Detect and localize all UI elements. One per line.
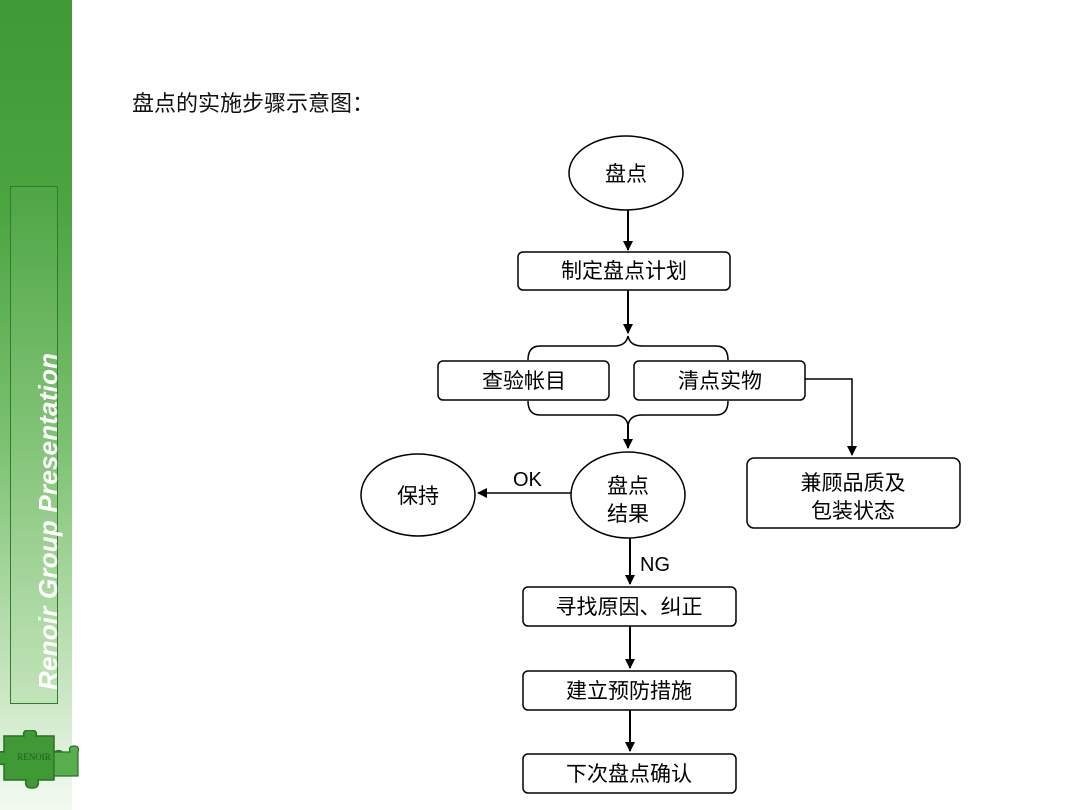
slide-title: 盘点的实施步骤示意图： (132, 92, 375, 117)
logo-text: RENOIR (17, 752, 51, 762)
count-items-node (633, 360, 806, 401)
start-node-label: 盘点 (605, 162, 647, 186)
keep-node (360, 453, 476, 537)
split-brace (527, 335, 729, 361)
plan-node-label: 制定盘点计划 (561, 259, 687, 283)
find-cause-label: 寻找原因、纠正 (556, 595, 703, 619)
plan-node (517, 251, 731, 291)
sidebar-panel (10, 186, 58, 704)
quality-node (746, 457, 961, 529)
start-node (568, 135, 684, 211)
puzzle-logo-icon (0, 730, 80, 789)
merge-brace (527, 400, 729, 426)
sidebar (0, 0, 72, 810)
quality-label-line1: 兼顾品质及 (801, 471, 906, 495)
count-items-label: 清点实物 (678, 369, 762, 393)
next-confirm-label: 下次盘点确认 (566, 762, 692, 786)
ng-label: NG (640, 554, 670, 576)
edge-count-quality (805, 378, 857, 456)
keep-label: 保持 (397, 484, 439, 508)
result-label-line1: 盘点 (607, 474, 649, 498)
check-accounts-node (437, 360, 610, 401)
result-label-line2: 结果 (607, 502, 649, 526)
next-confirm-node (522, 753, 737, 794)
check-accounts-label: 查验帐目 (482, 369, 566, 393)
result-node (570, 451, 686, 539)
ok-label: OK (513, 469, 543, 491)
prevent-label: 建立预防措施 (566, 679, 692, 703)
quality-label-line2: 包装状态 (811, 499, 895, 523)
